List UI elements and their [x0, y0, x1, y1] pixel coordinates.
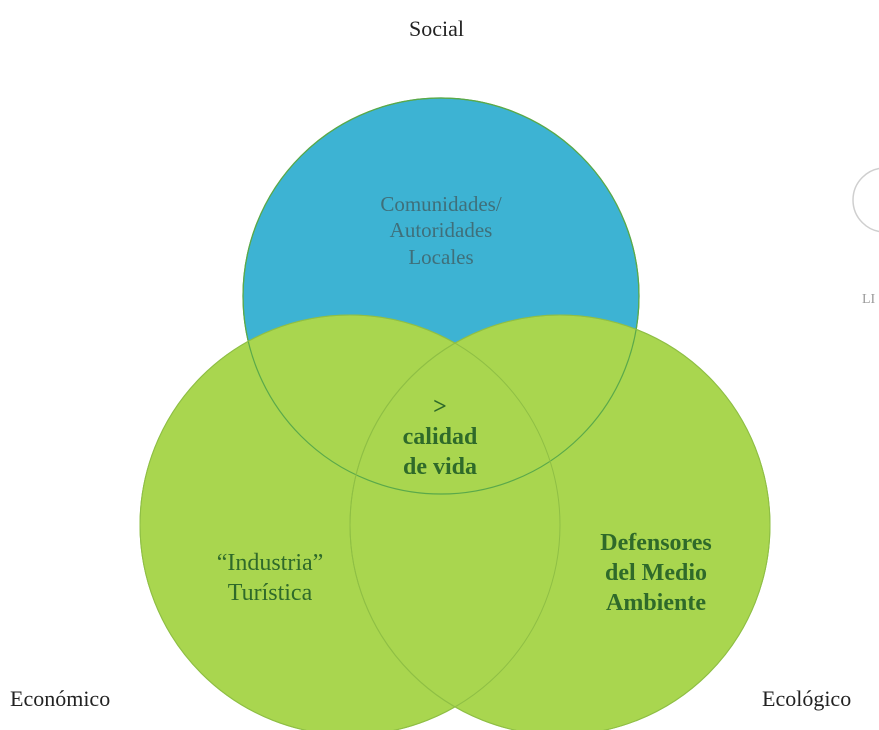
social-line-3: Locales	[408, 244, 474, 269]
stamp-mark	[852, 167, 879, 233]
economico-line-1: “Industria”	[216, 550, 324, 576]
center-line-2: calidad	[402, 424, 478, 450]
ecologico-outline	[349, 314, 771, 730]
economico-line-2: Turística	[227, 580, 313, 606]
center-line-3: de vida	[402, 454, 477, 480]
social-outline	[242, 97, 640, 495]
social-line-2: Autoridades	[389, 218, 493, 243]
ecologico-dimension-label: Ecológico	[762, 686, 852, 711]
social-dimension-label: Social	[409, 16, 464, 41]
economico-circle-text: “Industria” Turística	[190, 548, 350, 608]
ecologico-line-1: Defensores	[600, 530, 712, 556]
center-line-1: >	[433, 394, 447, 420]
social-line-1: Comunidades/	[380, 192, 502, 216]
center-text: > calidad de vida	[360, 392, 520, 482]
economico-dimension-label: Económico	[10, 686, 111, 711]
economico-outline	[139, 314, 561, 730]
ecologico-line-3: Ambiente	[606, 590, 706, 616]
ecologico-line-2: del Medio	[605, 560, 707, 586]
ecologico-circle-text: Defensores del Medio Ambiente	[576, 528, 736, 618]
social-circle-text: Comunidades/ Autoridades Locales	[341, 191, 541, 270]
stamp-text: LI	[862, 292, 876, 307]
